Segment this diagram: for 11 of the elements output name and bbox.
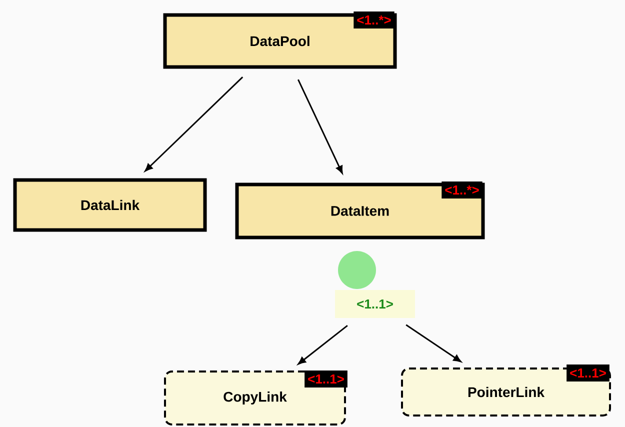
multiplicity-tag: <1..*> xyxy=(354,12,394,28)
multiplicity-tag: <1..1> xyxy=(566,364,610,382)
arrow xyxy=(144,76,244,172)
multiplicity-tag: <1..1> xyxy=(304,370,348,388)
multiplicity-tag: <1..*> xyxy=(442,182,482,198)
multiplicity-label: <1..1> xyxy=(335,290,415,318)
choice-dot xyxy=(338,251,376,289)
arrow xyxy=(297,79,343,174)
arrow xyxy=(298,325,348,365)
arrow xyxy=(406,324,462,362)
class-box: DataLink xyxy=(13,178,207,232)
